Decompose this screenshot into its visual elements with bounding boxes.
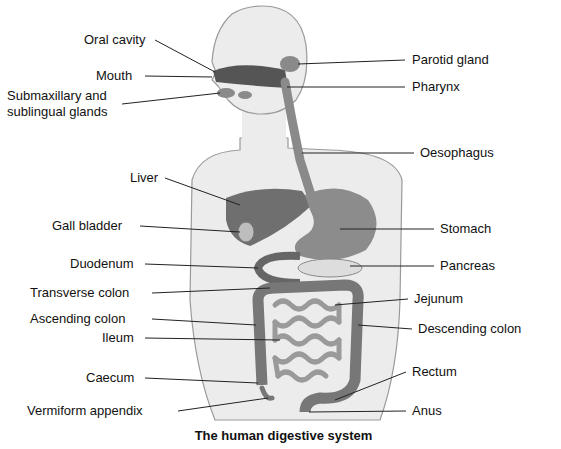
label-slot: Transverse colon (30, 285, 129, 301)
duodenum (258, 256, 300, 283)
oral-cavity (213, 65, 288, 88)
parotid-gland (280, 56, 300, 72)
part-label: Ileum (102, 330, 134, 346)
oesophagus (285, 82, 312, 198)
part-label: Oral cavity (84, 32, 145, 48)
part-label: Descending colon (418, 321, 521, 337)
label-slot: Oral cavity (84, 32, 145, 48)
part-label: Stomach (440, 221, 491, 237)
label-slot: Parotid gland (412, 52, 489, 68)
part-label: Oesophagus (420, 145, 494, 161)
caption: The human digestive system (3, 428, 561, 444)
part-label: Rectum (412, 364, 457, 380)
small-intestine (275, 301, 339, 380)
label-slot: Gall bladder (52, 218, 122, 234)
part-label: Mouth (96, 68, 132, 84)
part-label: Vermiform appendix (27, 403, 143, 419)
label-slot: Oesophagus (420, 145, 494, 161)
label-slot: Anus (412, 403, 442, 419)
appendix (262, 388, 272, 398)
stomach (295, 189, 377, 260)
label-slot: Duodenum (70, 256, 134, 272)
part-label: Transverse colon (30, 285, 129, 301)
label-slot: Vermiform appendix (27, 403, 143, 419)
part-label: Duodenum (70, 256, 134, 272)
label-slot: Mouth (96, 68, 132, 84)
pancreas (298, 259, 362, 277)
leader-lines (122, 40, 434, 412)
label-slot: Stomach (440, 221, 491, 237)
sublingual-gland (238, 91, 252, 99)
part-label: Pancreas (440, 258, 495, 274)
part-label: Ascending colon (30, 311, 125, 327)
liver (226, 189, 312, 246)
head-outline (212, 6, 307, 114)
part-label: Jejunum (414, 291, 463, 307)
label-slot: Descending colon (418, 321, 521, 337)
torso-outline (190, 138, 402, 420)
part-label: Pharynx (412, 79, 460, 95)
label-slot: The human digestive system (3, 428, 561, 444)
label-slot: Jejunum (414, 291, 463, 307)
part-label: Gall bladder (52, 218, 122, 234)
label-slot: Submaxillary and sublingual glands (7, 88, 167, 120)
label-slot: Liver (130, 170, 158, 186)
label-slot: Pharynx (412, 79, 460, 95)
part-label: Submaxillary and sublingual glands (7, 88, 167, 120)
label-slot: Caecum (86, 370, 134, 386)
part-label: Anus (412, 403, 442, 419)
part-label: Liver (130, 170, 158, 186)
label-slot: Rectum (412, 364, 457, 380)
label-slot: Pancreas (440, 258, 495, 274)
part-label: Caecum (86, 370, 134, 386)
label-slot: Ileum (102, 330, 134, 346)
part-label: Parotid gland (412, 52, 489, 68)
gall-bladder (238, 222, 254, 242)
label-slot: Ascending colon (30, 311, 125, 327)
